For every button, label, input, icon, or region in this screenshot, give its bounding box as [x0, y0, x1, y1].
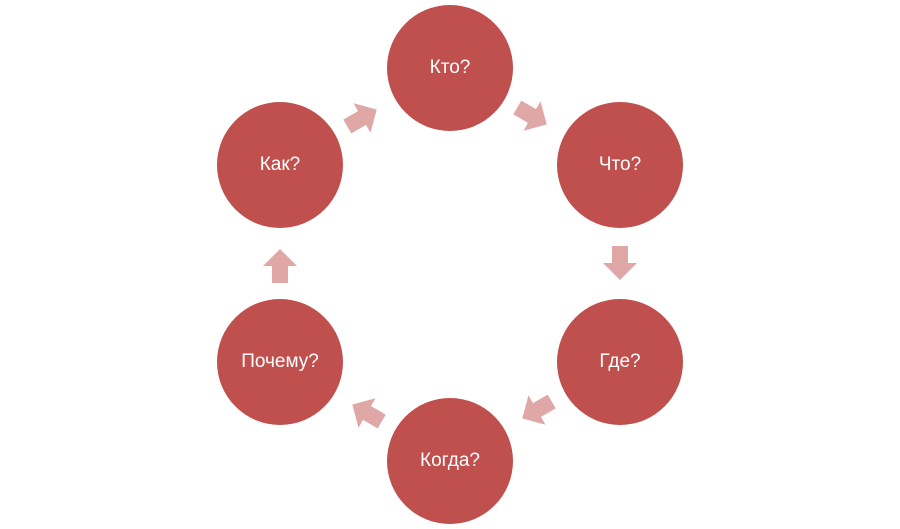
- arrow-who-to-what-icon: [509, 93, 555, 139]
- arrow-when-to-why-icon: [344, 390, 390, 436]
- node-when: Когда?: [387, 398, 513, 524]
- node-who-label: Кто?: [429, 57, 471, 78]
- node-how-label: Как?: [259, 154, 301, 175]
- node-what-label: Что?: [598, 154, 642, 175]
- arrow-where-to-when-icon: [514, 387, 560, 433]
- node-how: Как?: [217, 102, 343, 228]
- node-when-label: Когда?: [420, 450, 480, 471]
- node-where: Где?: [557, 299, 683, 425]
- arrow-why-to-how-icon: [263, 249, 297, 283]
- node-where-label: Где?: [599, 351, 641, 372]
- node-who: Кто?: [387, 5, 513, 131]
- arrow-what-to-where-icon: [603, 246, 637, 280]
- node-why: Почему?: [217, 299, 343, 425]
- arrow-how-to-who-icon: [339, 95, 385, 141]
- node-why-label: Почему?: [241, 351, 319, 372]
- node-what: Что?: [557, 102, 683, 228]
